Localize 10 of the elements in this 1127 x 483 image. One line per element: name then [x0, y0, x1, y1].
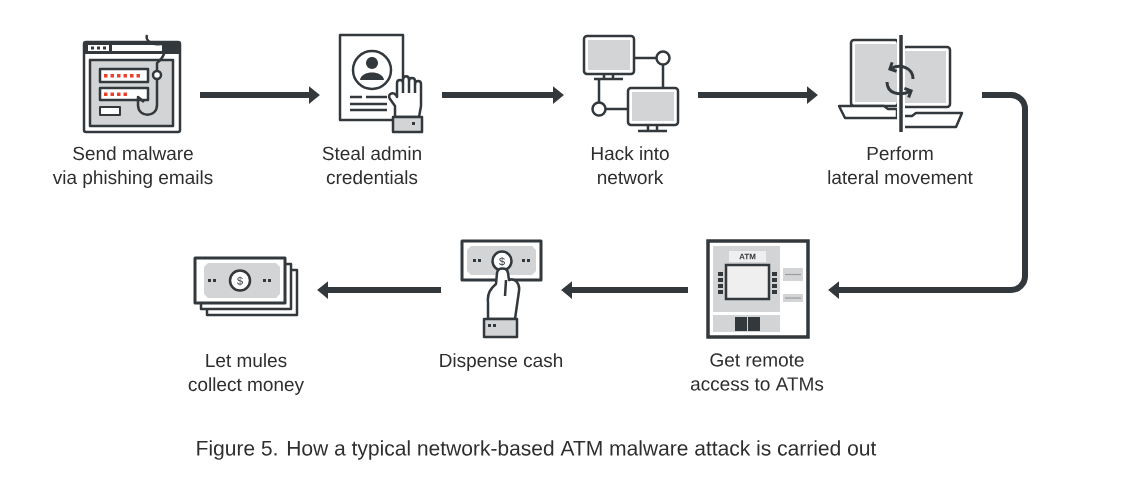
step-label: Hack into network — [591, 146, 669, 185]
arrow — [828, 92, 1028, 299]
step-label: Dispense cash — [440, 353, 563, 371]
step-label: Send malware via phishing emails — [52, 146, 213, 188]
step-label: Get remote access to ATMs — [690, 353, 824, 391]
step-label: Perform lateral movement — [828, 146, 973, 185]
step-label: Steal admin credentials — [322, 146, 421, 185]
step-label: Let mules collect money — [188, 353, 304, 395]
figure-caption: Figure 5. How a typical network-based ATM malware attack is carried out — [197, 440, 877, 460]
sign-text: ATM — [739, 253, 756, 260]
